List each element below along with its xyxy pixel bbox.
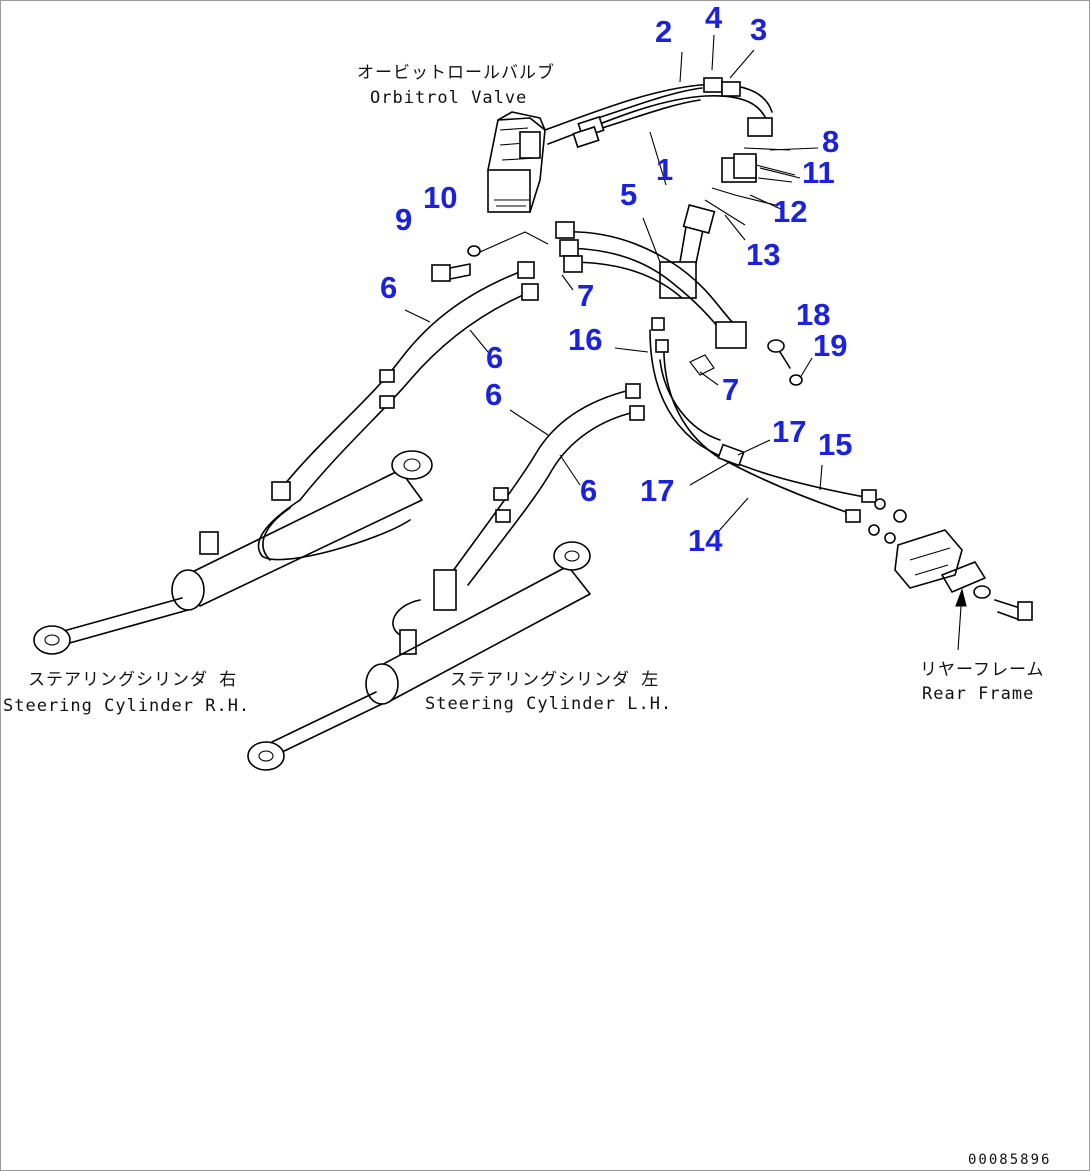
cylinder-lh-label-jp: ステアリングシリンダ 左 [450, 670, 659, 690]
orbitrol-label-jp: オービットロールバルブ [357, 62, 555, 83]
cylinder-rh-label-en: Steering Cylinder R.H. [3, 696, 250, 716]
drawing-code: 00085896 [968, 1152, 1051, 1168]
callout-15: 15 [818, 427, 852, 462]
hoses-6-rh [257, 261, 539, 561]
rear-frame-label-jp: リヤーフレーム [920, 660, 1044, 680]
callout-11: 11 [802, 155, 835, 190]
bolt-9-washer-10 [431, 231, 549, 282]
callout-16: 16 [568, 322, 602, 357]
hose-5 [555, 204, 747, 349]
callout-6d: 6 [580, 473, 597, 508]
callout-9: 9 [395, 202, 412, 237]
callout-6c: 6 [485, 377, 502, 412]
callout-3: 3 [750, 12, 767, 47]
callout-2: 2 [655, 14, 672, 49]
fittings-8-11-12-13 [704, 147, 796, 226]
callout-5: 5 [620, 177, 637, 212]
cylinder-rh-label-jp: ステアリングシリンダ 右 [28, 670, 237, 690]
callout-8: 8 [822, 124, 839, 159]
hoses-14-15-16 [649, 317, 877, 523]
callout-13: 13 [746, 237, 780, 272]
callout-14: 14 [688, 523, 723, 558]
callout-17a: 17 [772, 414, 806, 449]
callout-4: 4 [705, 0, 723, 35]
callout-6a: 6 [380, 270, 397, 305]
fittings-18-19 [767, 339, 803, 386]
steering-cylinder-rh [33, 450, 433, 655]
cylinder-lh-label-en: Steering Cylinder L.H. [425, 694, 672, 714]
rear-frame-block [868, 498, 1033, 621]
callout-7b: 7 [722, 372, 739, 407]
callout-19: 19 [813, 328, 847, 363]
leader-lines [404, 34, 967, 651]
rear-frame-label-en: Rear Frame [922, 684, 1034, 704]
callout-7a: 7 [577, 278, 594, 313]
callout-6b: 6 [486, 340, 503, 375]
callout-18: 18 [796, 297, 830, 332]
hoses-6-lh [392, 383, 645, 655]
callout-17b: 17 [640, 473, 674, 508]
orbitrol-label-en: Orbitrol Valve [370, 88, 527, 108]
steering-cylinder-lh [247, 541, 591, 771]
hose-1-2 [544, 77, 773, 149]
orbitrol-valve [487, 111, 546, 213]
callout-10: 10 [423, 180, 457, 215]
callout-1: 1 [656, 152, 673, 187]
callout-12: 12 [773, 194, 807, 229]
